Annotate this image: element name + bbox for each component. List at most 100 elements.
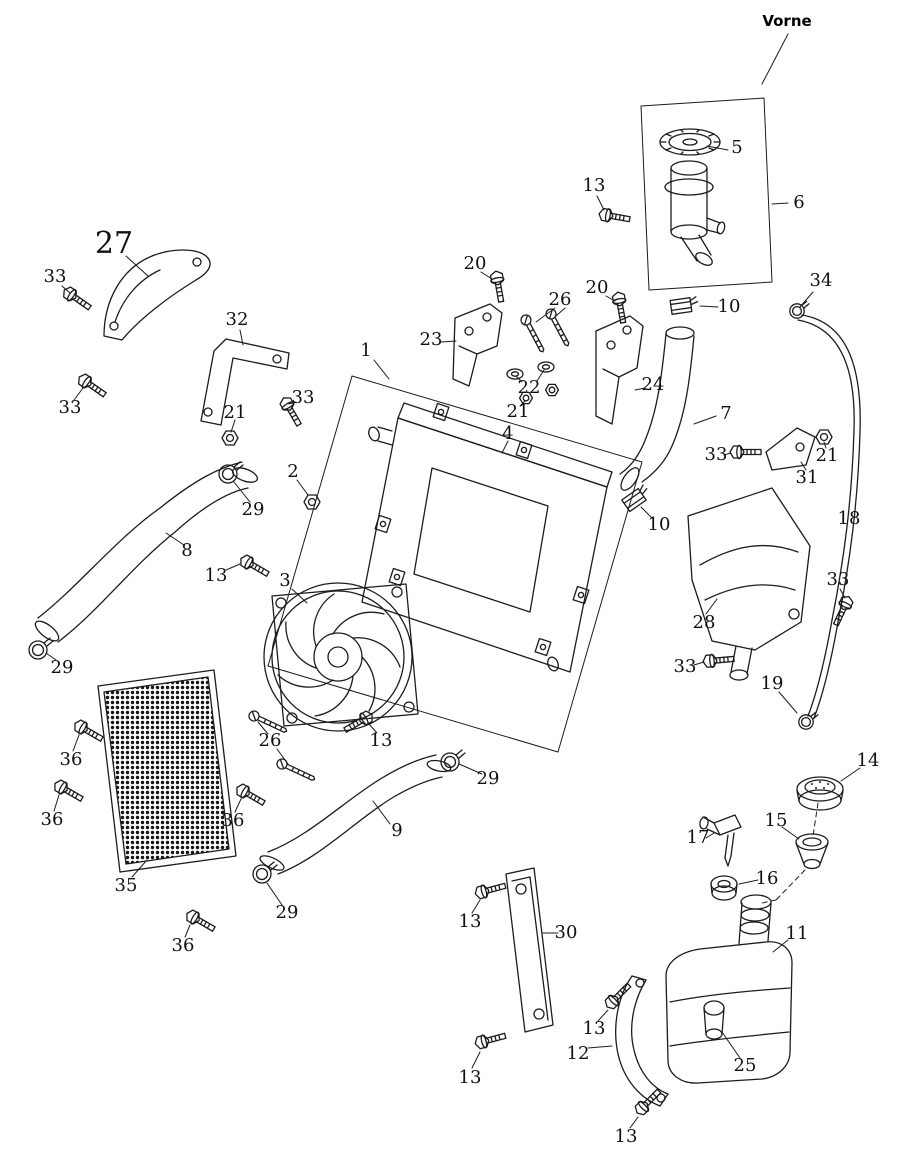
cap-14	[797, 777, 843, 810]
part-callout-29: 29	[476, 768, 500, 789]
part-callout-33: 33	[43, 266, 67, 287]
part-callout-21: 21	[815, 445, 839, 466]
part-callout-19: 19	[760, 673, 784, 694]
part-callout-13: 13	[582, 175, 606, 196]
valve-17	[699, 815, 741, 866]
bolt-13-icon	[472, 1028, 508, 1051]
overflow-hose-18	[798, 315, 860, 718]
part-callout-4: 4	[502, 423, 514, 444]
part-callout-36: 36	[59, 749, 83, 770]
part-callout-33: 33	[291, 387, 315, 408]
part-callout-29: 29	[275, 902, 299, 923]
bracket-32	[201, 339, 289, 425]
part-callout-18: 18	[837, 508, 861, 529]
part-callout-36: 36	[221, 810, 245, 831]
grommet-2-icon	[303, 494, 321, 510]
hose-8	[32, 462, 259, 644]
part-callout-14: 14	[856, 750, 880, 771]
part-callout-13: 13	[614, 1126, 638, 1147]
bracket-24	[596, 316, 643, 424]
tank-11	[666, 895, 792, 1083]
part-callout-13: 13	[458, 911, 482, 932]
fan-3	[264, 583, 418, 731]
bolt-33-icon	[74, 370, 110, 401]
part-callout-13: 13	[204, 565, 228, 586]
plug-25	[704, 1001, 724, 1039]
washer-22-icon	[537, 361, 555, 373]
part-callout-29: 29	[241, 499, 265, 520]
part-callout-10: 10	[717, 296, 741, 317]
part-callout-29: 29	[50, 657, 74, 678]
part-callout-32: 32	[225, 309, 249, 330]
bolt-13-icon	[472, 878, 508, 901]
clamp-10-lower-icon	[621, 483, 653, 513]
clamp-29-icon	[252, 861, 278, 884]
screen-35	[98, 670, 236, 872]
part-callout-13: 13	[458, 1067, 482, 1088]
part-callout-21: 21	[506, 401, 530, 422]
filler-neck	[665, 161, 726, 268]
bracket-30	[506, 868, 553, 1032]
part-callout-25: 25	[733, 1055, 757, 1076]
bolt-33-icon	[59, 283, 95, 314]
part-callout-15: 15	[764, 810, 788, 831]
cap-16	[711, 876, 737, 900]
bolt-13-icon	[236, 552, 272, 581]
part-callout-20: 20	[463, 253, 487, 274]
part-callout-33: 33	[58, 397, 82, 418]
radiator-4	[362, 403, 612, 672]
clamp-29-icon	[218, 461, 244, 484]
part-callout-27: 27	[94, 226, 134, 261]
part-callout-2: 2	[287, 461, 299, 482]
screw-26-icon	[274, 756, 318, 785]
bracket-12	[616, 976, 668, 1106]
part-callout-13: 13	[369, 730, 393, 751]
part-callout-22: 22	[517, 377, 541, 398]
reservoir-box	[641, 98, 772, 290]
part-callout-30: 30	[554, 922, 578, 943]
funnel-15	[796, 834, 828, 869]
part-callout-13: 13	[582, 1018, 606, 1039]
bracket-31	[766, 428, 815, 470]
part-callout-3: 3	[279, 570, 291, 591]
part-callout-33: 33	[673, 656, 697, 677]
screw-26-icon	[518, 312, 548, 355]
radiator-cap	[660, 129, 720, 155]
part-callout-26: 26	[258, 730, 282, 751]
part-callout-1: 1	[360, 340, 372, 361]
clamp-10-upper-icon	[669, 296, 700, 315]
shroud-28	[688, 488, 810, 680]
part-callout-33: 33	[826, 569, 850, 590]
part-callout-24: 24	[641, 374, 665, 395]
radiator-outline-1	[268, 376, 642, 752]
nut-21-icon	[221, 430, 239, 446]
clamp-29-icon	[440, 749, 466, 772]
part-callout-8: 8	[181, 540, 193, 561]
part-callout-23: 23	[419, 329, 443, 350]
part-callout-9: 9	[391, 820, 403, 841]
bolt-13-icon	[597, 206, 632, 227]
part-callout-36: 36	[40, 809, 64, 830]
part-callout-6: 6	[793, 192, 805, 213]
part-callout-16: 16	[755, 868, 779, 889]
hose-9	[258, 755, 452, 874]
leader-lines	[46, 34, 860, 1128]
part-callout-10: 10	[647, 514, 671, 535]
part-callout-35: 35	[114, 875, 138, 896]
part-callout-20: 20	[585, 277, 609, 298]
bolt-20-icon	[610, 290, 631, 325]
part-callout-28: 28	[692, 612, 716, 633]
part-callout-36: 36	[171, 935, 195, 956]
part-callout-17: 17	[686, 827, 710, 848]
bolt-36-icon	[50, 777, 86, 806]
bracket-23	[453, 304, 502, 386]
hose-7	[618, 327, 694, 493]
nut-21-icon	[545, 383, 559, 397]
part-callout-34: 34	[809, 270, 833, 291]
part-callout-33: 33	[704, 444, 728, 465]
bolt-33-icon	[729, 444, 762, 460]
part-callout-12: 12	[566, 1043, 590, 1064]
part-callout-7: 7	[720, 403, 732, 424]
